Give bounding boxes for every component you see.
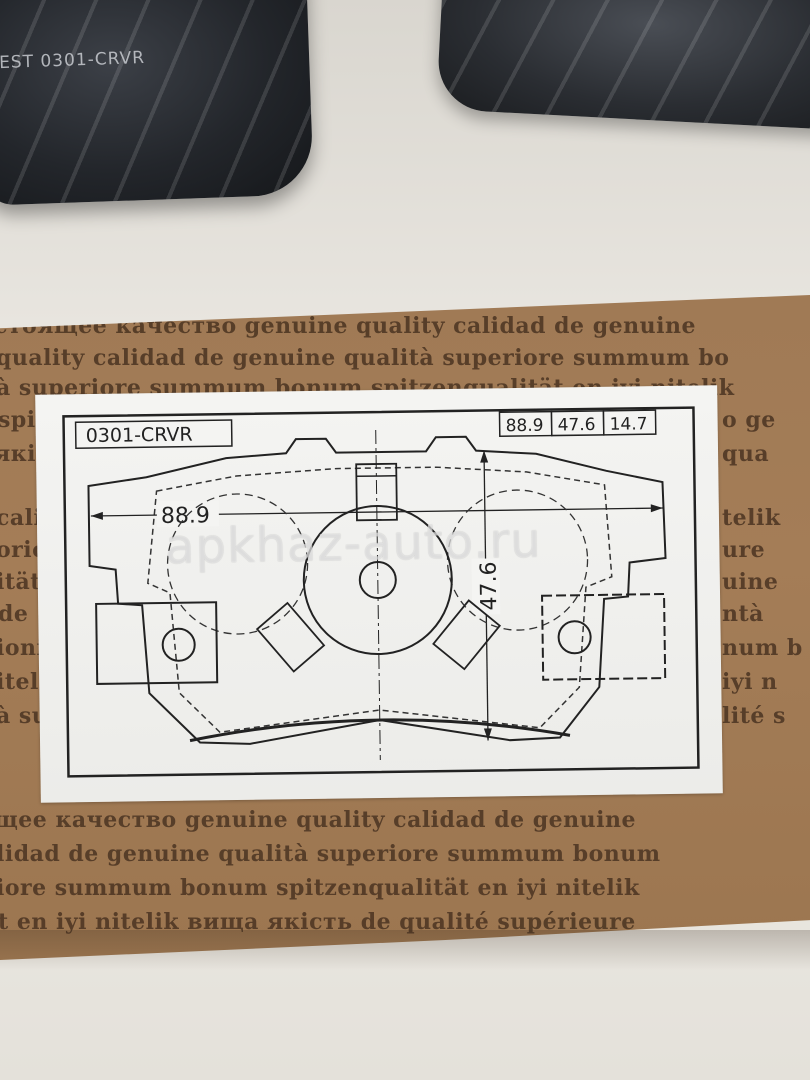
- wear-tab-right: [432, 599, 502, 671]
- center-slot: [355, 462, 398, 522]
- piston-circle-center: [302, 505, 453, 656]
- pattern-text: iyi n: [722, 669, 778, 695]
- backing-edge: [189, 718, 571, 743]
- width-label: 88.9: [161, 503, 210, 529]
- dim-box: [602, 409, 657, 436]
- pattern-text: ntà: [722, 601, 764, 627]
- pattern-text: qua: [722, 441, 770, 467]
- diagram-frame: [62, 406, 700, 778]
- pattern-text: de: [0, 601, 29, 627]
- clip-left: [95, 601, 219, 685]
- pattern-text: num b: [722, 635, 803, 661]
- dim-height: 47.6: [558, 415, 596, 436]
- brake-pad-diagram: 0301-CRVR 88.9 47.6 14.7 88.9 47.6: [62, 406, 700, 778]
- pattern-text: iore summum bonum spitzenqualität en iyi…: [0, 875, 640, 901]
- watermark-text: apkhaz-auto.ru: [164, 512, 543, 576]
- pattern-text: ure: [722, 537, 766, 563]
- box-shadow: [0, 930, 810, 970]
- clip-hole-left: [161, 627, 196, 662]
- piston-circle-left: [166, 493, 309, 635]
- wear-tab-left: [255, 601, 326, 673]
- pattern-text: telik: [722, 505, 781, 531]
- piston-circle-right: [446, 489, 589, 631]
- pattern-text: ioni: [0, 635, 46, 661]
- part-number-box: [74, 419, 233, 449]
- pattern-text: ität: [0, 569, 41, 595]
- pattern-text: lité s: [722, 703, 786, 729]
- pattern-text: стоящее качество genuine quality calidad…: [0, 313, 696, 339]
- pattern-text: uine: [722, 569, 779, 595]
- pattern-text: o ge: [722, 407, 776, 433]
- wrapped-brake-pad-left: EST 0301-CRVR: [0, 0, 314, 206]
- center-hole: [358, 561, 397, 600]
- pattern-text: quality calidad de genuine qualità super…: [0, 345, 730, 371]
- dim-thickness: 14.7: [610, 414, 648, 435]
- height-label: 47.6: [477, 561, 503, 610]
- center-line: [375, 430, 381, 761]
- pattern-text: щее качество genuine quality calidad de …: [0, 807, 636, 833]
- pattern-text: lidad de genuine qualità superiore summu…: [0, 841, 661, 867]
- product-sticker: 0301-CRVR 88.9 47.6 14.7 88.9 47.6: [35, 385, 723, 803]
- part-number: 0301-CRVR: [86, 424, 193, 447]
- friction-outline: [147, 466, 613, 734]
- dim-width: 88.9: [506, 416, 544, 437]
- clip-right: [541, 593, 667, 681]
- pattern-text: itel: [0, 669, 39, 695]
- clip-hole-right: [557, 620, 592, 655]
- pad-outline: [87, 435, 667, 745]
- pattern-text: t en iyi nitelik вища якість de qualité …: [0, 909, 636, 935]
- wrapped-brake-pad-right: [436, 0, 810, 131]
